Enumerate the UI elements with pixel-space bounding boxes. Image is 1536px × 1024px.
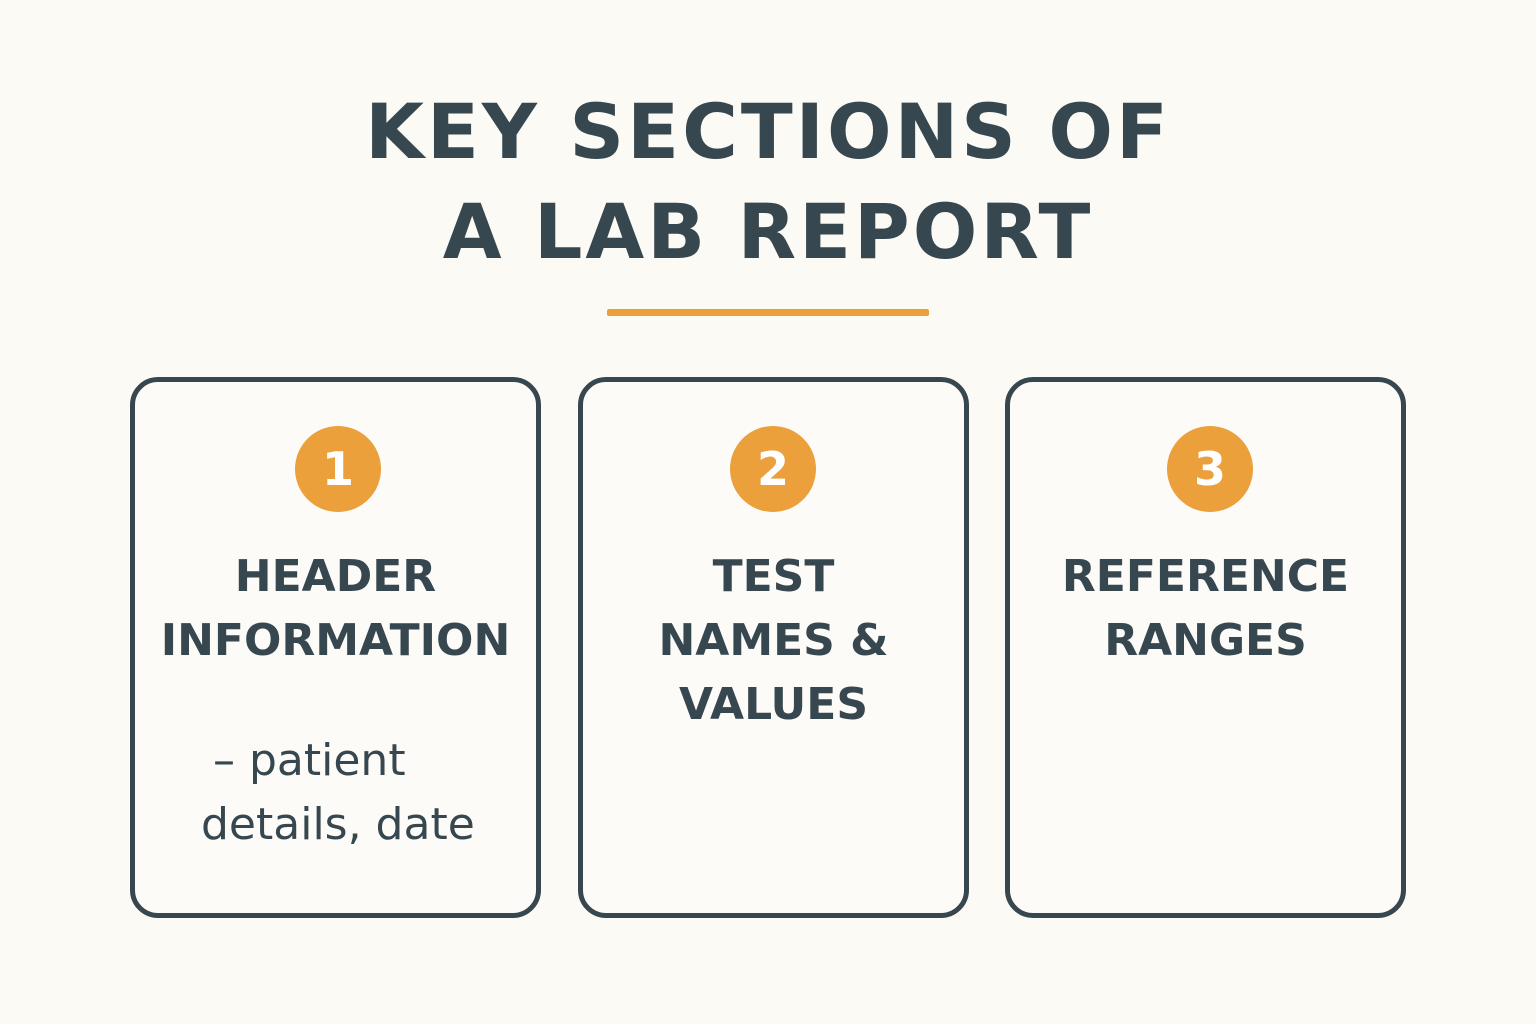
section-title-line: INFORMATION	[160, 615, 511, 666]
section-title: TEST NAMES & VALUES	[583, 545, 964, 737]
section-title: REFERENCE RANGES	[1010, 545, 1401, 673]
page-title: KEY SECTIONS OF A LAB REPORT	[0, 82, 1536, 282]
page-title-line-2: A LAB REPORT	[442, 187, 1094, 276]
section-title-line: NAMES &	[658, 615, 889, 666]
section-title-line: REFERENCE	[1061, 551, 1350, 602]
section-title-line: VALUES	[678, 679, 869, 730]
section-title-line: RANGES	[1104, 615, 1307, 666]
section-number-badge: 2	[730, 426, 816, 512]
section-description: – patient details, date	[135, 729, 536, 857]
section-number-badge: 1	[295, 426, 381, 512]
section-card-reference-ranges: 3 REFERENCE RANGES	[1005, 377, 1406, 918]
section-number-badge: 3	[1167, 426, 1253, 512]
section-description-line: – patient	[213, 735, 406, 786]
page-title-line-1: KEY SECTIONS OF	[365, 87, 1171, 176]
section-description-line: details, date	[201, 799, 475, 850]
section-card-test-names-values: 2 TEST NAMES & VALUES	[578, 377, 969, 918]
title-divider	[607, 309, 929, 316]
section-card-header-information: 1 HEADER INFORMATION – patient details, …	[130, 377, 541, 918]
section-title-line: HEADER	[234, 551, 437, 602]
section-title: HEADER INFORMATION	[135, 545, 536, 673]
section-title-line: TEST	[712, 551, 835, 602]
